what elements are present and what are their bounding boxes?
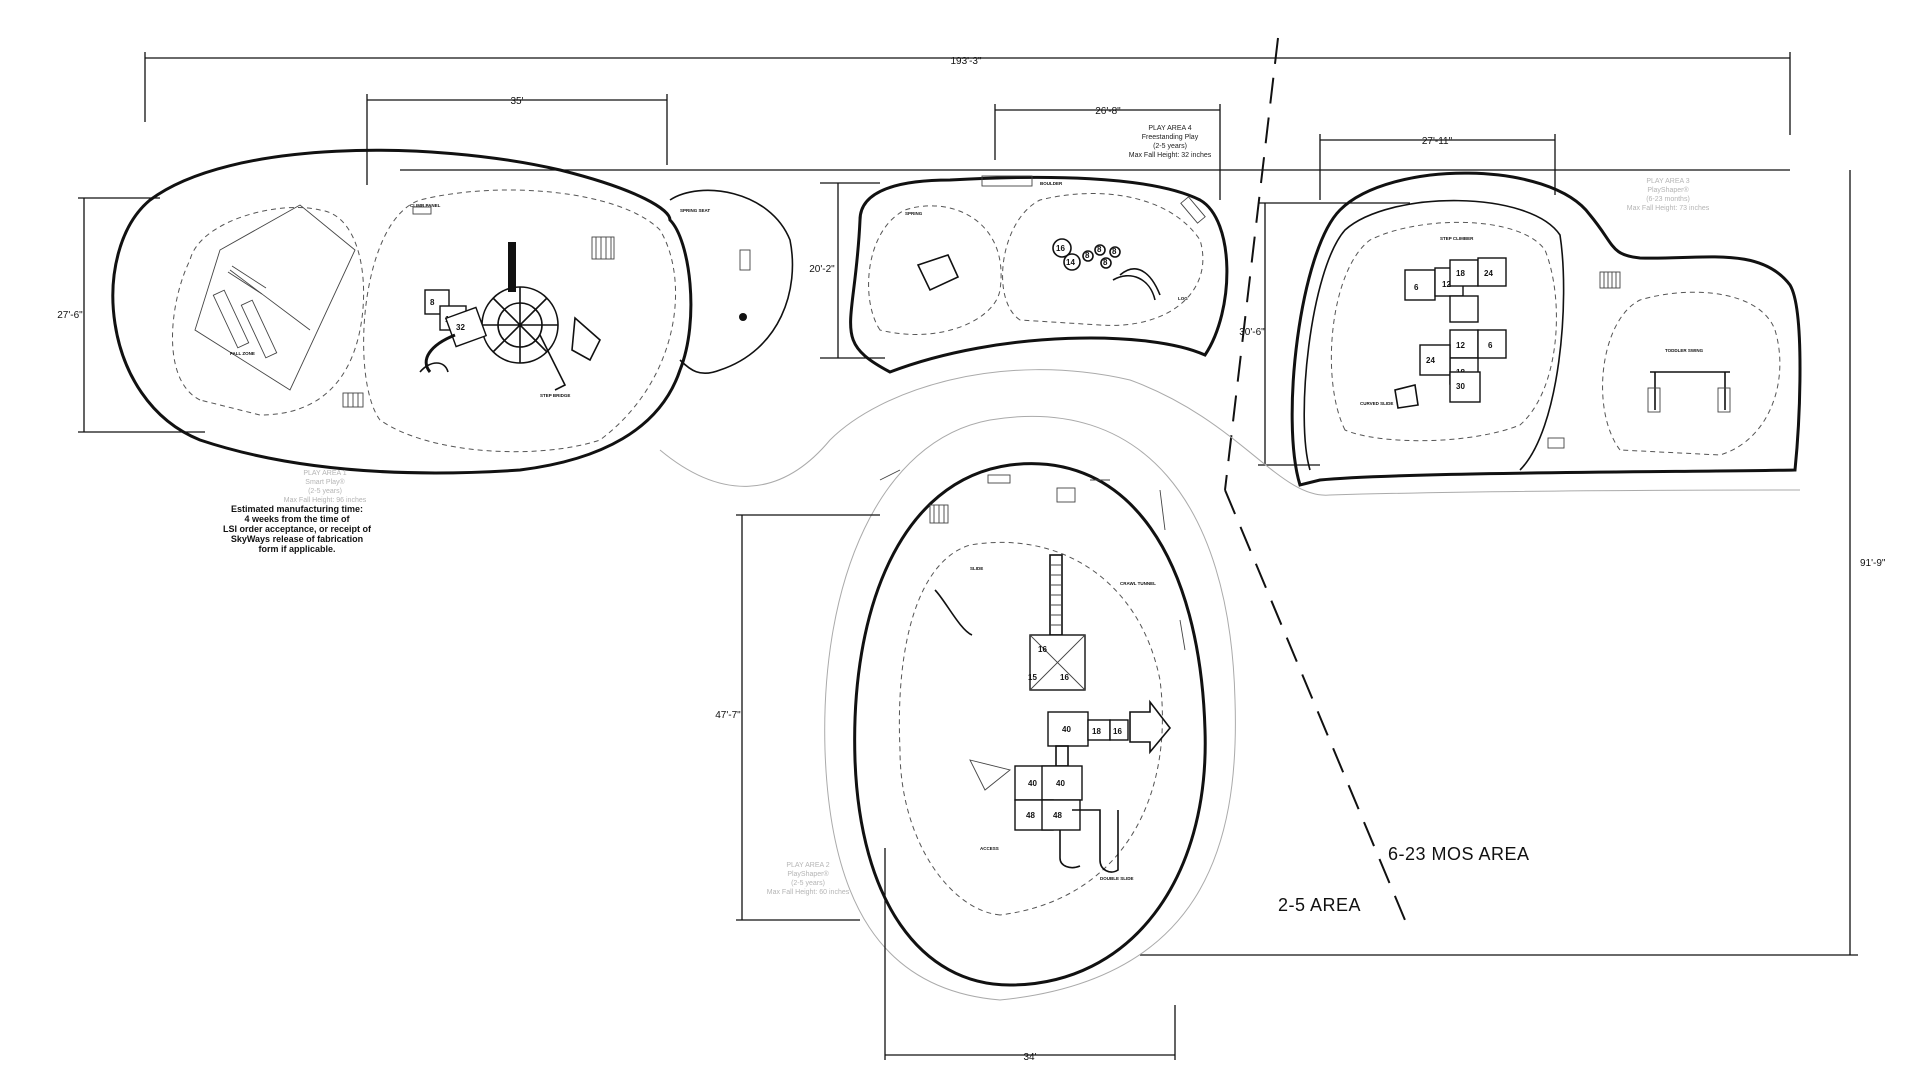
svg-text:(6-23 months): (6-23 months) <box>1646 196 1690 203</box>
deck-a3-30: 30 <box>1456 382 1465 391</box>
play-area-1-label: PLAY AREA 1 Smart Play® (2-5 years) Max … <box>284 470 367 504</box>
deck-a4-8-d: 8 <box>1112 247 1117 256</box>
area-2-dimensions: 47'-7" 34' <box>715 514 1176 1063</box>
deck-a2-40-c: 40 <box>1056 779 1065 788</box>
area-4-dimensions: 26'-8" 20'-2" <box>809 104 1221 359</box>
deck-a2-18: 18 <box>1092 727 1101 736</box>
svg-text:ACCESS: ACCESS <box>980 846 999 851</box>
svg-text:SkyWays release of fabrication: SkyWays release of fabrication <box>231 534 363 544</box>
svg-text:form if applicable.: form if applicable. <box>258 544 335 554</box>
area-3-height-label: 30'-6" <box>1239 327 1265 338</box>
deck-a2-15: 15 <box>1028 673 1037 682</box>
svg-text:PlayShaper®: PlayShaper® <box>1647 186 1689 194</box>
svg-text:CURVED SLIDE: CURVED SLIDE <box>1360 401 1393 406</box>
overall-width-label: 193'-3" <box>950 56 981 67</box>
play-area-4-label: PLAY AREA 4 Freestanding Play (2-5 years… <box>1129 125 1212 159</box>
svg-text:FALL ZONE: FALL ZONE <box>230 351 255 356</box>
svg-text:SPRING: SPRING <box>905 211 923 216</box>
svg-text:PlayShaper®: PlayShaper® <box>787 870 829 878</box>
deck-a2-48-a: 48 <box>1026 811 1035 820</box>
svg-text:LSI order acceptance, or recei: LSI order acceptance, or receipt of <box>223 524 372 534</box>
svg-text:Max Fall Height: 60 inches: Max Fall Height: 60 inches <box>767 889 850 896</box>
play-area-1: 8 16 32 CLIMB PANEL FALL ZONE STEP BRIDG… <box>111 148 794 475</box>
svg-text:BOULDER: BOULDER <box>1040 181 1063 186</box>
svg-text:DOUBLE SLIDE: DOUBLE SLIDE <box>1100 876 1134 881</box>
svg-text:4 weeks from the time of: 4 weeks from the time of <box>244 514 350 524</box>
play-area-2: 16 16 15 40 18 16 40 40 48 48 SLIDE CRAW… <box>824 415 1236 1001</box>
svg-text:Max Fall Height: 73 inches: Max Fall Height: 73 inches <box>1627 205 1710 212</box>
deck-a3-12-b: 12 <box>1456 341 1465 350</box>
svg-text:Smart Play®: Smart Play® <box>305 478 345 486</box>
overall-height-dimension: 91'-9" <box>1140 170 1886 956</box>
deck-a4-8-a: 8 <box>1085 251 1090 260</box>
svg-text:Max Fall Height: 32 inches: Max Fall Height: 32 inches <box>1129 152 1212 159</box>
zone-divider-line-lower <box>1224 489 1411 933</box>
deck-a4-8-b: 8 <box>1097 245 1102 254</box>
svg-text:CLIMB PANEL: CLIMB PANEL <box>410 203 441 208</box>
area-3-dimensions: 27'-11" 30'-6" <box>1239 134 1556 466</box>
svg-text:STEP BRIDGE: STEP BRIDGE <box>540 393 570 398</box>
deck-a3-24: 24 <box>1484 269 1493 278</box>
play-area-3: 6 12 18 24 12 18 6 24 30 STEP CLIMBER CU… <box>1290 171 1802 487</box>
svg-text:Max Fall Height: 96 inches: Max Fall Height: 96 inches <box>284 497 367 504</box>
deck-a2-48-b: 48 <box>1053 811 1062 820</box>
deck-a4-16: 16 <box>1056 244 1065 253</box>
deck-a3-6-b: 6 <box>1488 341 1493 350</box>
svg-text:SLIDE: SLIDE <box>970 566 983 571</box>
walkway-outline <box>659 369 1801 496</box>
area-4-width-label: 26'-8" <box>1095 106 1121 117</box>
deck-a3-18: 18 <box>1456 269 1465 278</box>
deck-a1-8: 8 <box>430 298 435 307</box>
deck-a1-32: 32 <box>456 323 465 332</box>
svg-text:(2-5 years): (2-5 years) <box>791 880 825 887</box>
play-area-2-label: PLAY AREA 2 PlayShaper® (2-5 years) Max … <box>767 862 850 896</box>
deck-a2-40-a: 40 <box>1062 725 1071 734</box>
svg-text:PLAY AREA 1: PLAY AREA 1 <box>303 470 346 477</box>
play-area-4: 16 14 8 8 8 8 SPRING BOULDER LOG <box>849 175 1229 374</box>
deck-a3-6: 6 <box>1414 283 1419 292</box>
area-2-width-label: 34' <box>1023 1052 1036 1063</box>
area-2-height-label: 47'-7" <box>715 710 741 721</box>
area-1-height-label: 27'-6" <box>57 310 83 321</box>
svg-text:Estimated manufacturing time:: Estimated manufacturing time: <box>231 504 363 514</box>
deck-a4-14: 14 <box>1066 258 1075 267</box>
area-3-width-label: 27'-11" <box>1422 136 1453 147</box>
zone-label-infant: 6-23 MOS AREA <box>1388 844 1530 864</box>
deck-a3-24-b: 24 <box>1426 356 1435 365</box>
svg-text:SPRING SEAT: SPRING SEAT <box>680 208 710 213</box>
svg-text:PLAY AREA 4: PLAY AREA 4 <box>1148 125 1191 132</box>
deck-a2-16-a: 16 <box>1038 645 1047 654</box>
deck-a2-16-b: 16 <box>1060 673 1069 682</box>
svg-text:PLAY AREA 2: PLAY AREA 2 <box>786 862 829 869</box>
svg-text:PLAY AREA 3: PLAY AREA 3 <box>1646 178 1689 185</box>
deck-a2-16-c: 16 <box>1113 727 1122 736</box>
deck-a4-8-c: 8 <box>1103 258 1108 267</box>
zone-divider-line <box>1224 37 1279 491</box>
svg-text:CRAWL TUNNEL: CRAWL TUNNEL <box>1120 581 1156 586</box>
area-1-dimensions: 35' 27'-6" <box>57 94 668 433</box>
svg-text:LOG: LOG <box>1178 296 1188 301</box>
svg-text:STEP CLIMBER: STEP CLIMBER <box>1440 236 1474 241</box>
overall-height-label: 91'-9" <box>1860 558 1886 569</box>
deck-a2-40-b: 40 <box>1028 779 1037 788</box>
manufacturing-note: Estimated manufacturing time: 4 weeks fr… <box>223 504 372 554</box>
svg-text:(2-5 years): (2-5 years) <box>308 488 342 495</box>
zone-label-preschool: 2-5 AREA <box>1278 895 1361 915</box>
svg-text:Freestanding Play: Freestanding Play <box>1142 134 1199 141</box>
play-area-3-label: PLAY AREA 3 PlayShaper® (6-23 months) Ma… <box>1627 178 1710 212</box>
svg-text:TODDLER SWING: TODDLER SWING <box>1665 348 1704 353</box>
area-4-height-label: 20'-2" <box>809 264 835 275</box>
deck-a3-12: 12 <box>1442 280 1451 289</box>
svg-text:(2-5 years): (2-5 years) <box>1153 143 1187 150</box>
overall-width-dimension: 193'-3" <box>144 52 1791 171</box>
area-1-width-label: 35' <box>510 96 523 107</box>
